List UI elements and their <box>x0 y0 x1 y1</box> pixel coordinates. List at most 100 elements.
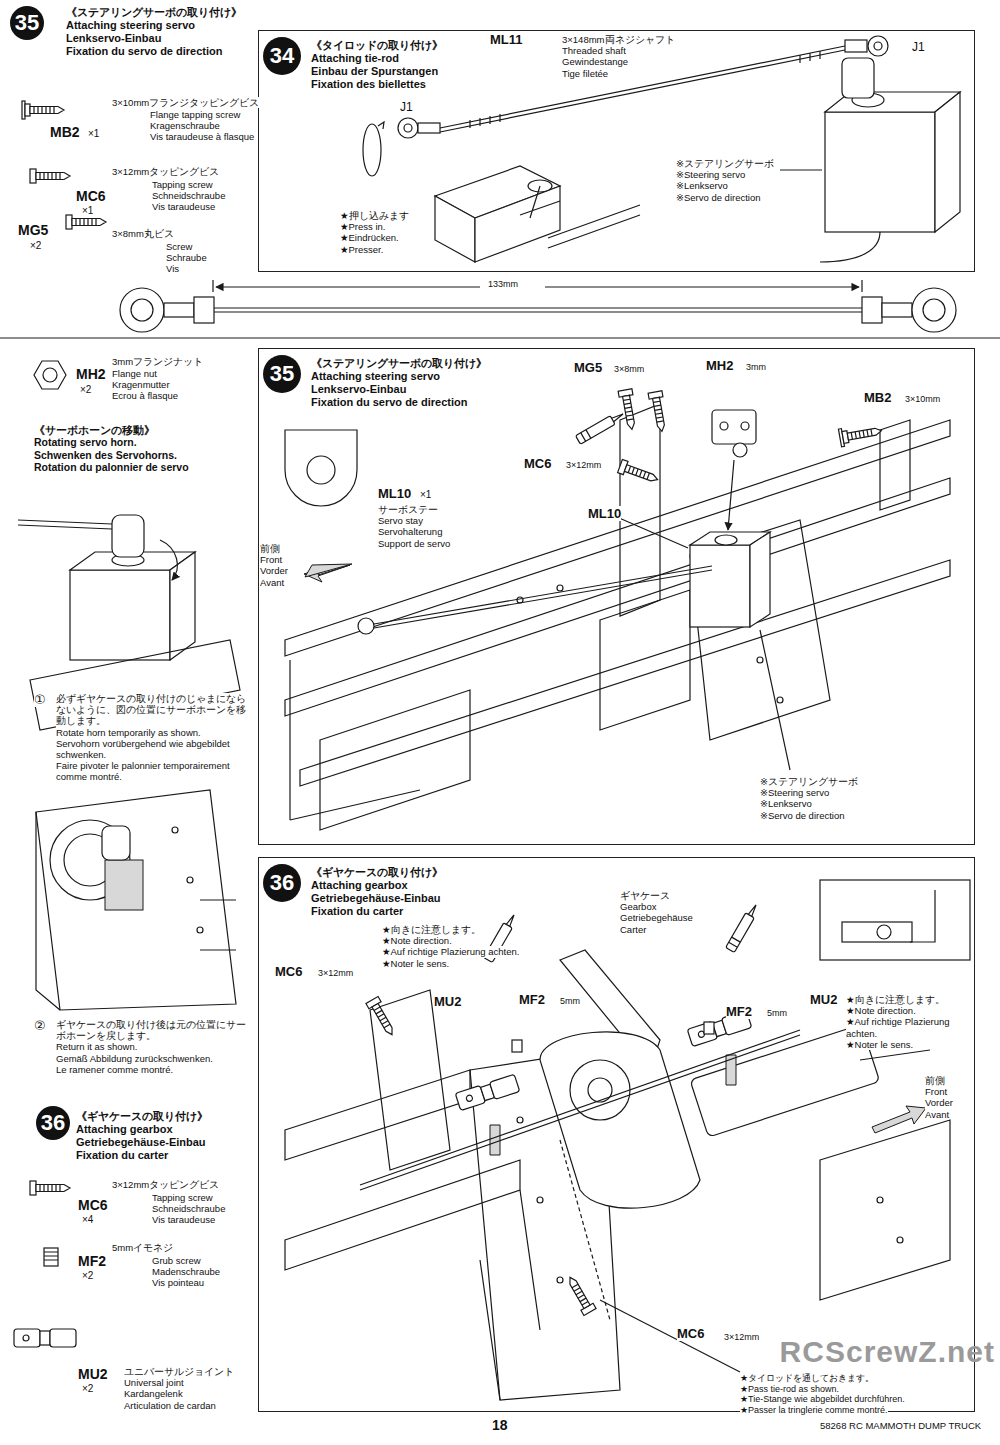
title-text: Getriebegehäuse-Einbau <box>311 892 443 905</box>
label-group: MC6 <box>677 1326 704 1341</box>
label-text: ★Note direction. <box>846 1005 916 1016</box>
label-text: ユニバーサルジョイント <box>124 1366 234 1377</box>
label-text: Vorder <box>260 565 288 576</box>
label-group: ★押し込みます★Press in.★Eindrücken.★Presser. <box>340 210 409 255</box>
label-text: Servohorn vorübergehend wie abgebildet s… <box>56 738 248 760</box>
label-text: Vis <box>166 263 179 274</box>
label-text: Kragenmutter <box>112 379 170 390</box>
label-group: ML11 <box>490 32 523 47</box>
label-text: Threaded shaft <box>562 45 626 56</box>
label-group: ※ステアリングサーボ※Steering servo※Lenkservo※Serv… <box>760 776 858 821</box>
label-group: 36 <box>36 1106 70 1140</box>
label-text: Tapping screw <box>152 179 213 190</box>
label-group: ② <box>34 1018 46 1033</box>
label-text: ×1 <box>82 205 93 217</box>
label-text: 《ステアリングサーボの取り付け》 <box>66 6 242 19</box>
label-group: ★タイロッドを通しておきます。★Pass tie-rod as shown.★T… <box>740 1373 972 1415</box>
label-text: Fixation du carter <box>76 1149 168 1162</box>
step-title: 《タイロッドの取り付け》Attaching tie-rodEinbau der … <box>311 39 443 91</box>
label-text: ※Lenkservo <box>676 180 728 191</box>
label-text: ※ステアリングサーボ <box>676 158 774 169</box>
label-text: ×2 <box>82 1270 93 1282</box>
label-text: 5mm <box>767 1008 787 1019</box>
label-text: MF2 <box>519 992 545 1007</box>
label-group: MU2 <box>78 1366 108 1383</box>
label-group: 3×148mm両ネジシャフトThreaded shaftGewindestang… <box>562 34 675 79</box>
label-text: Tige filetée <box>562 68 608 79</box>
label-group: 3×10mmフランジタッピングビス <box>112 97 259 108</box>
label-group: MH2 <box>706 358 733 373</box>
label-group: ×2 <box>82 1383 93 1395</box>
label-text: ★向きに注意します。 <box>382 924 481 935</box>
label-group: ユニバーサルジョイントUniversal jointKardangelenkAr… <box>124 1366 234 1411</box>
label-text: MU2 <box>810 992 837 1007</box>
label-text: MH2 <box>76 366 106 383</box>
label-text: 前側 <box>925 1075 945 1086</box>
label-group: MB2 <box>864 390 891 405</box>
label-text: ×1 <box>420 489 431 501</box>
label-group: 3×12mm <box>566 460 601 471</box>
label-text: 5mmイモネジ <box>112 1242 173 1253</box>
label-text: 18 <box>492 1417 508 1434</box>
label-text: 3×12mmタッピングビス <box>112 166 219 177</box>
label-text: Faire pivoter le palonnier temporairemen… <box>56 760 248 782</box>
label-group: 《ギヤケースの取り付け》Attaching gearboxGetriebegeh… <box>76 1110 208 1162</box>
label-group: MF2 <box>726 1004 752 1019</box>
label-group: ×2 <box>82 1270 93 1282</box>
label-group: サーボステーServo stayServohalterungSupport de… <box>378 504 450 549</box>
label-text: 《サーボホーンの移動》 <box>34 424 155 436</box>
label-text: 3×8mm <box>614 364 644 375</box>
label-text: ★Tie-Stange wie abgebildet durchführen. <box>740 1394 905 1405</box>
label-group: MB2 <box>50 124 80 141</box>
label-group: Tapping screwSchneidschraubeVis taraudeu… <box>152 1192 225 1226</box>
label-text: ★タイロッドを通しておきます。 <box>740 1373 874 1384</box>
label-group: MG5 <box>18 222 48 239</box>
label-group: ※ステアリングサーボ※Steering servo※Lenkservo※Serv… <box>676 158 774 203</box>
label-text: Schneidschraube <box>152 190 225 201</box>
label-text: ★Note direction. <box>382 935 452 946</box>
label-text: Vis taraudeuse <box>152 1214 215 1225</box>
label-group: 3×12mm <box>318 968 353 979</box>
label-group: 3×10mm <box>905 394 940 405</box>
step-title: 《ギヤケースの取り付け》Attaching gearboxGetriebegeh… <box>311 866 443 918</box>
label-text: Le ramener comme montré. <box>56 1064 173 1075</box>
label-text: Front <box>925 1086 947 1097</box>
label-text: ※ステアリングサーボ <box>760 776 858 787</box>
label-text: 3×10mmフランジタッピングビス <box>112 97 259 108</box>
label-group: ×2 <box>30 240 41 252</box>
label-text: Kardangelenk <box>124 1388 183 1399</box>
label-text: Rotating servo horn. <box>34 436 137 448</box>
label-group: MC6 <box>76 188 106 205</box>
label-text: 必ずギヤケースの取り付けのじゃまにならないように、図の位置にサーボホーンを移動し… <box>56 693 248 727</box>
label-group: Flange tapping screwKragenschraubeVis ta… <box>150 109 254 143</box>
label-group: MU2 <box>810 992 837 1007</box>
label-group: ×1 <box>82 205 93 217</box>
label-text: Madenschraube <box>152 1266 220 1277</box>
label-text: Screw <box>166 241 192 252</box>
title-text: 《ステアリングサーボの取り付け》 <box>311 357 487 370</box>
label-group: Tapping screwSchneidschraubeVis taraudeu… <box>152 179 225 213</box>
label-text: Servo stay <box>378 515 423 526</box>
label-text: 3×12mm <box>318 968 353 979</box>
label-text: MC6 <box>677 1326 704 1341</box>
step-number: 35 <box>10 6 44 40</box>
label-group: 133mm <box>488 279 518 290</box>
label-group: J1 <box>912 40 925 54</box>
watermark: RCScrewZ.net <box>780 1334 995 1369</box>
label-group: MF2 <box>78 1253 106 1270</box>
label-text: ML10 <box>378 486 411 501</box>
label-group: ScrewSchraubeVis <box>166 241 207 275</box>
label-group: 《サーボホーンの移動》Rotating servo horn.Schwenken… <box>34 424 254 474</box>
label-text: 3mm <box>746 362 766 373</box>
label-group: RCScrewZ.net <box>780 1334 995 1369</box>
label-text: ★Eindrücken. <box>340 232 399 243</box>
label-text: MB2 <box>864 390 891 405</box>
label-group: 3×12mm <box>724 1332 759 1343</box>
label-group: ① <box>34 692 46 707</box>
label-text: Getriebegehäuse <box>620 912 693 923</box>
label-group: 必ずギヤケースの取り付けのじゃまにならないように、図の位置にサーボホーンを移動し… <box>56 693 248 783</box>
label-text: MU2 <box>78 1366 108 1383</box>
label-group: ×1 <box>420 489 431 501</box>
label-text: 58268 RC MAMMOTH DUMP TRUCK <box>820 1420 981 1431</box>
label-group: MC6 <box>524 456 551 471</box>
